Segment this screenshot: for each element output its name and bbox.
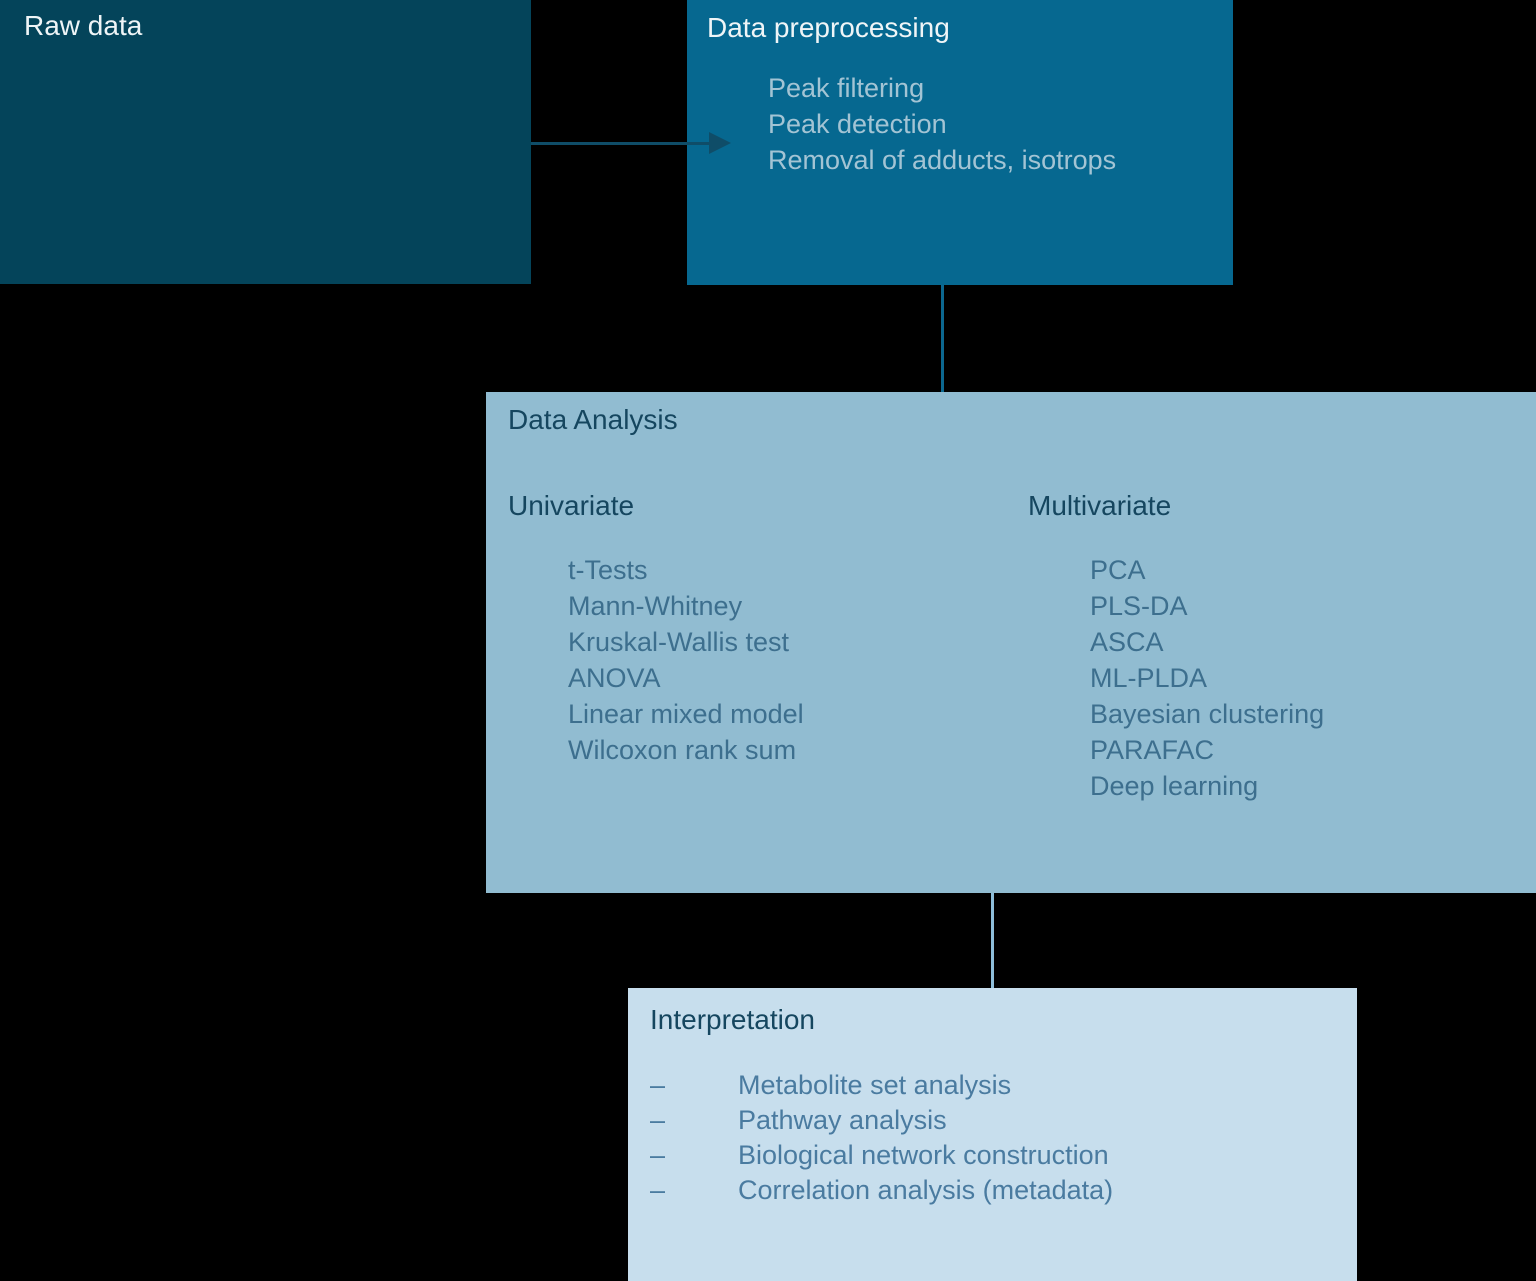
list-item: Peak detection [768,109,947,139]
list-item: ASCA [1090,627,1164,657]
list-item: – Pathway analysis [650,1103,1113,1138]
univariate-heading: Univariate [508,490,635,521]
list-item: Removal of adducts, isotrops [768,145,1117,175]
dash-marker: – [650,1175,666,1205]
box-raw-data: Raw data [0,0,531,284]
interpretation-title: Interpretation [650,1004,815,1035]
multivariate-column: Multivariate PCA PLS-DA ASCA ML-PLDA Bayesia… [1028,488,1324,804]
arrow-preprocessing-to-analysis-line [941,285,944,402]
list-item: Linear mixed model [568,699,804,729]
dash-marker: – [650,1070,666,1100]
list-item: PLS-DA [1090,591,1188,621]
list-item: PARAFAC [1090,735,1215,765]
list-item: Bayesian clustering [1090,699,1325,729]
list-item: Deep learning [1090,771,1259,801]
list-item: – Biological network construction [650,1138,1113,1173]
list-item-label: Metabolite set analysis [738,1070,1012,1100]
list-item: PCA [1090,555,1146,585]
list-item: t-Tests [568,555,648,585]
dash-marker: – [650,1140,666,1170]
interpretation-list: – Metabolite set analysis – Pathway analysi… [650,1068,1113,1208]
list-item-label: Pathway analysis [738,1105,947,1135]
arrowhead-right-icon [709,132,731,154]
list-item: ML-PLDA [1090,663,1208,693]
analysis-title: Data Analysis [508,404,678,435]
multivariate-heading: Multivariate [1028,490,1172,521]
list-item: – Correlation analysis (metadata) [650,1173,1113,1208]
list-item: Mann-Whitney [568,591,743,621]
list-item: ANOVA [568,663,661,693]
raw-data-title: Raw data [24,10,143,41]
list-item: Peak filtering [768,73,925,103]
list-item: Wilcoxon rank sum [568,735,797,765]
arrow-raw-to-preprocessing-line [531,142,711,145]
preprocessing-title: Data preprocessing [707,12,950,43]
list-item-label: Biological network construction [738,1140,1109,1170]
list-item-label: Correlation analysis (metadata) [738,1175,1114,1205]
dash-marker: – [650,1105,666,1135]
list-item: – Metabolite set analysis [650,1068,1113,1103]
list-item: Kruskal-Wallis test [568,627,790,657]
arrow-analysis-to-interpretation-line [991,893,994,1007]
box-interpretation: Interpretation –Metabolite set analysis–… [628,988,1357,1281]
